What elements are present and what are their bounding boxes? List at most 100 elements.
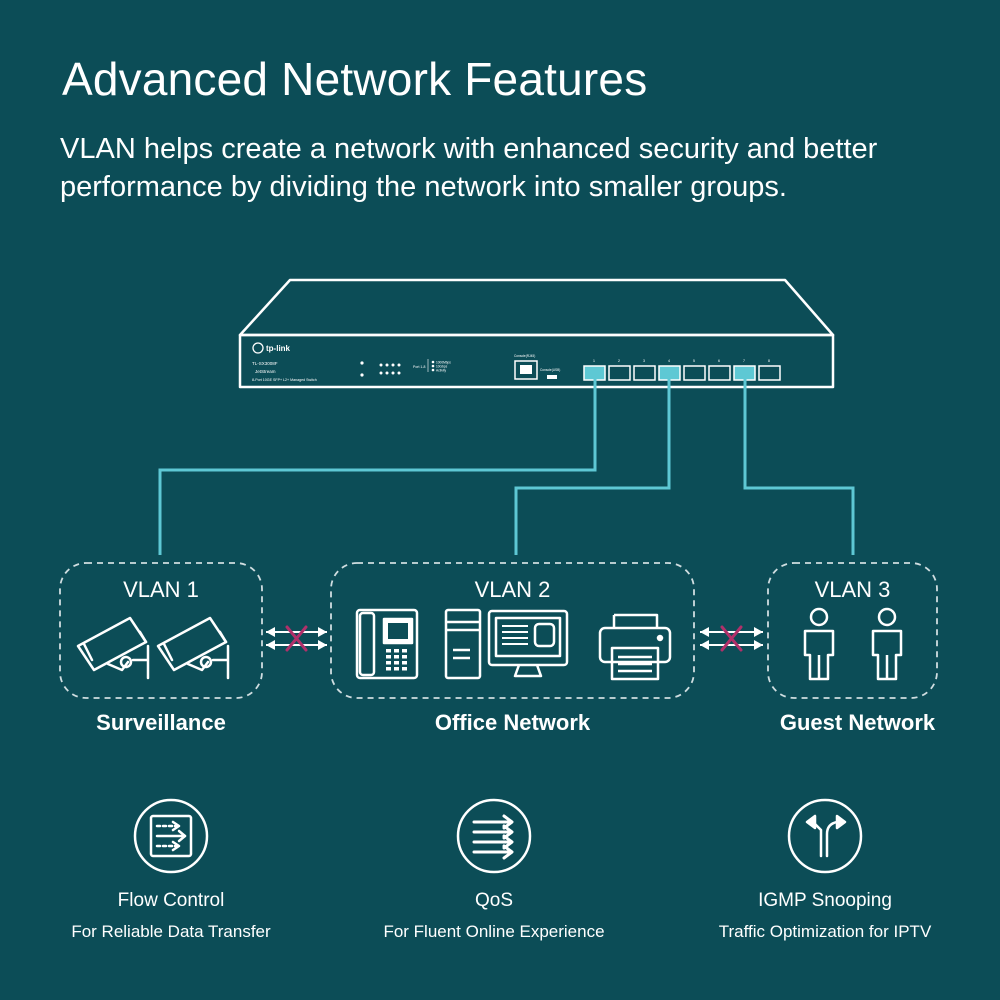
vlan2-box — [330, 562, 695, 699]
guest-network-label: Guest Network — [779, 710, 936, 735]
blocked-x-icon — [285, 625, 308, 652]
page-subtitle: VLAN helps create a network with enhance… — [60, 130, 960, 206]
port-led — [385, 371, 389, 375]
port-led — [397, 363, 401, 367]
legend-item-1: 1000Mbps — [436, 360, 451, 364]
port-led — [379, 363, 383, 367]
phone-key — [402, 667, 407, 671]
console-rj45-port: Console(RJ45) — [514, 354, 538, 380]
security-camera-icon — [156, 616, 230, 680]
sfp-port-7 — [733, 365, 756, 381]
switch-series: JetStream — [255, 369, 276, 374]
igmp-snooping-icon — [787, 798, 863, 874]
port-led — [397, 371, 401, 375]
feature-name: Flow Control — [117, 890, 225, 911]
sfp-port-6 — [708, 365, 731, 381]
monitor-text-lines — [502, 625, 528, 645]
sfp-port-2 — [608, 365, 631, 381]
qos-icon — [456, 798, 532, 874]
phone-key — [402, 655, 407, 659]
tp-link-logo-icon — [252, 342, 264, 354]
vlan3-connection — [743, 378, 855, 555]
port-number-label: 8 — [768, 359, 770, 363]
vlan1-box — [59, 562, 263, 699]
ip-phone-icon — [355, 608, 419, 680]
blocked-traffic-right — [700, 625, 763, 652]
vlan1-label: VLAN 1 — [123, 577, 199, 602]
switch-top-face — [238, 278, 835, 337]
phone-key — [394, 661, 399, 665]
switch-description: 8-Port 10GE SFP+ L2+ Managed Switch — [252, 378, 317, 382]
feature-description: For Reliable Data Transfer — [71, 922, 271, 941]
switch-model: TL-SX3008F — [252, 361, 278, 366]
switch-led-legend: Port 1-8 1000Mbps 10Gbps Activity — [413, 359, 451, 372]
port-number-label: 6 — [718, 359, 720, 363]
status-led — [360, 373, 364, 377]
phone-key — [394, 649, 399, 653]
guest-person-icon — [871, 607, 903, 681]
legend-item-3: Activity — [436, 368, 447, 372]
phone-key — [394, 655, 399, 659]
vlan3-box — [767, 562, 938, 699]
subtitle-line-1: VLAN helps create a network with enhance… — [60, 133, 878, 165]
feature-flow-control: Flow Control For Reliable Data Transfer — [11, 798, 331, 942]
port-number-label: 3 — [643, 359, 645, 363]
port-legend-prefix: Port 1-8 — [413, 365, 426, 369]
flow-control-icon — [133, 798, 209, 874]
status-led — [360, 361, 364, 365]
console-usb-port: Console(USB) — [540, 368, 560, 379]
guest-person-icon — [803, 607, 835, 681]
feature-name: IGMP Snooping — [758, 890, 892, 911]
port-number-label: 5 — [693, 359, 695, 363]
vlan-boxes — [59, 562, 938, 699]
vlan2-label: VLAN 2 — [474, 577, 551, 602]
printer-icon — [598, 613, 672, 681]
port-number-label: 1 — [593, 359, 595, 363]
security-camera-icon — [76, 616, 150, 680]
vlan-connection-lines — [158, 378, 855, 555]
phone-keypad — [386, 649, 407, 671]
vlan2-connection — [514, 378, 671, 555]
phone-key — [386, 655, 391, 659]
phone-key — [386, 667, 391, 671]
phone-key — [386, 649, 391, 653]
vlan1-connection — [158, 378, 597, 555]
legend-item-2: 10Gbps — [436, 364, 448, 368]
port-led — [391, 363, 395, 367]
phone-key — [402, 649, 407, 653]
switch-brand: tp-link — [266, 344, 291, 353]
network-switch — [238, 278, 835, 389]
port-number-label: 2 — [618, 359, 620, 363]
page-title: Advanced Network Features — [62, 53, 648, 105]
phone-key — [386, 661, 391, 665]
office-network-label: Office Network — [434, 710, 591, 735]
sfp-port-5 — [683, 365, 706, 381]
surveillance-label: Surveillance — [96, 710, 226, 735]
phone-key — [402, 661, 407, 665]
switch-status-leds — [360, 361, 401, 377]
blocked-traffic-left — [266, 625, 327, 652]
subtitle-line-2: performance by dividing the network into… — [60, 171, 787, 203]
sfp-port-8 — [758, 365, 781, 381]
feature-description: For Fluent Online Experience — [383, 922, 605, 941]
blocked-x-icon — [720, 625, 743, 652]
feature-igmp-snooping: IGMP Snooping Traffic Optimization for I… — [665, 798, 985, 942]
port-number-label: 7 — [743, 359, 745, 363]
sfp-port-1 — [583, 365, 606, 381]
switch-branding: tp-link TL-SX3008F JetStream 8-Port 10GE… — [252, 342, 317, 382]
switch-front-panel — [238, 333, 835, 389]
console-rj45-label: Console(RJ45) — [514, 354, 535, 358]
port-led — [391, 371, 395, 375]
console-usb-label: Console(USB) — [540, 368, 560, 372]
vlan3-label: VLAN 3 — [814, 577, 891, 602]
port-led — [379, 371, 383, 375]
port-led — [385, 363, 389, 367]
feature-name: QoS — [474, 890, 514, 911]
sfp-port-3 — [633, 365, 656, 381]
sfp-port-4 — [658, 365, 681, 381]
desktop-pc-icon — [444, 608, 569, 680]
phone-key — [394, 667, 399, 671]
feature-description: Traffic Optimization for IPTV — [718, 922, 932, 941]
